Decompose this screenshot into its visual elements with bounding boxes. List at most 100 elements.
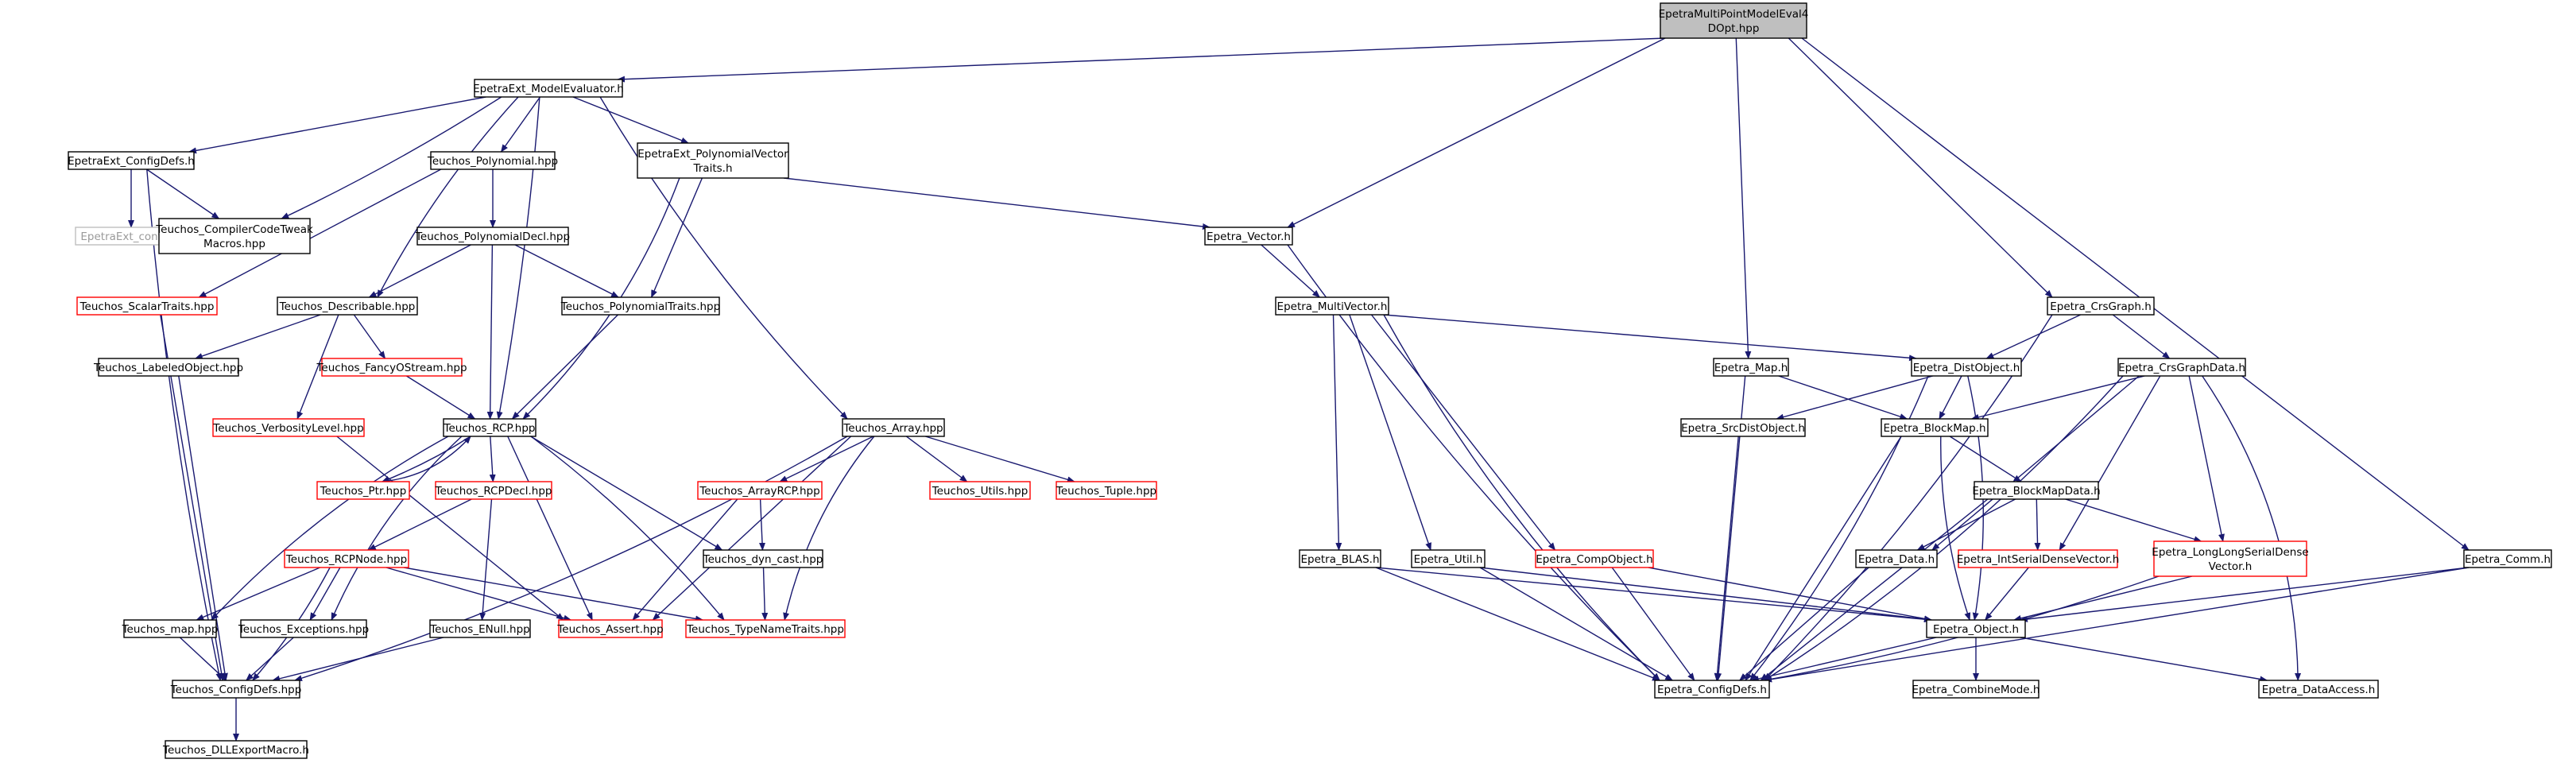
node-box[interactable]	[1275, 296, 1389, 316]
node-box[interactable]	[1912, 680, 2039, 699]
node-object[interactable]: Epetra_Object.h	[1926, 619, 2026, 638]
node-box[interactable]	[2153, 540, 2307, 577]
node-box[interactable]	[1299, 549, 1381, 568]
node-box[interactable]	[561, 296, 720, 316]
node-assert[interactable]: Teuchos_Assert.hpp	[556, 619, 664, 638]
node-vector[interactable]: Epetra_Vector.h	[1204, 227, 1293, 246]
node-box[interactable]	[277, 296, 418, 316]
node-box[interactable]	[1926, 619, 2026, 638]
node-util[interactable]: Epetra_Util.h	[1411, 549, 1486, 568]
node-box[interactable]	[158, 218, 311, 254]
node-dyncast[interactable]: Teuchos_dyn_cast.hpp	[703, 549, 823, 568]
node-box[interactable]	[430, 151, 556, 170]
node-box[interactable]	[2258, 680, 2379, 699]
node-verb[interactable]: Teuchos_VerbosityLevel.hpp	[212, 418, 365, 437]
node-ecfg[interactable]: Epetra_ConfigDefs.h	[1654, 680, 1770, 699]
node-mv[interactable]: Epetra_MultiVector.h	[1275, 296, 1389, 316]
node-me[interactable]: EpetraExt_ModelEvaluator.h	[473, 79, 624, 98]
node-box[interactable]	[321, 358, 463, 377]
node-box[interactable]	[172, 680, 300, 699]
node-box[interactable]	[1204, 227, 1293, 246]
node-box[interactable]	[1535, 549, 1654, 568]
node-box[interactable]	[443, 418, 537, 437]
node-blockmap[interactable]: Epetra_BlockMap.h	[1881, 418, 1989, 437]
node-bmdata[interactable]: Epetra_BlockMapData.h	[1972, 481, 2101, 500]
node-box[interactable]	[929, 481, 1031, 500]
node-edata[interactable]: Epetra_Data.h	[1855, 549, 1938, 568]
node-box[interactable]	[842, 418, 945, 437]
node-blas[interactable]: Epetra_BLAS.h	[1299, 549, 1381, 568]
node-box[interactable]	[1855, 549, 1938, 568]
node-box[interactable]	[1881, 418, 1989, 437]
node-scalar[interactable]: Teuchos_ScalarTraits.hpp	[76, 296, 218, 316]
node-box[interactable]	[1974, 481, 2099, 500]
node-polydecl[interactable]: Teuchos_PolynomialDecl.hpp	[415, 227, 570, 246]
node-box[interactable]	[435, 481, 552, 500]
node-comm[interactable]: Epetra_Comm.h	[2463, 549, 2552, 568]
node-array[interactable]: Teuchos_Array.hpp	[842, 418, 945, 437]
node-rcpdecl[interactable]: Teuchos_RCPDecl.hpp	[435, 481, 552, 500]
edge-line	[1648, 567, 1932, 622]
node-cfgdefs[interactable]: EpetraExt_ConfigDefs.h	[68, 151, 195, 170]
node-box[interactable]	[68, 151, 195, 170]
node-isdv[interactable]: Epetra_IntSerialDenseVector.h	[1957, 549, 2120, 568]
node-dist[interactable]: Epetra_DistObject.h	[1911, 358, 2022, 377]
node-box[interactable]	[1056, 481, 1157, 500]
node-tpoly[interactable]: Teuchos_Polynomial.hpp	[427, 151, 558, 170]
node-tnt[interactable]: Teuchos_TypeNameTraits.hpp	[685, 619, 846, 638]
node-box[interactable]	[165, 740, 308, 759]
node-box[interactable]	[474, 79, 623, 98]
node-tcfg[interactable]: Teuchos_ConfigDefs.hpp	[170, 680, 302, 699]
node-exc[interactable]: Teuchos_Exceptions.hpp	[238, 619, 369, 638]
node-comp[interactable]: Epetra_CompObject.h	[1535, 549, 1654, 568]
node-labeled[interactable]: Teuchos_LabeledObject.hpp	[93, 358, 243, 377]
node-access[interactable]: Epetra_DataAccess.h	[2258, 680, 2379, 699]
node-descr[interactable]: Teuchos_Describable.hpp	[277, 296, 418, 316]
node-box[interactable]	[2047, 296, 2155, 316]
node-box[interactable]	[558, 619, 663, 638]
node-tuple[interactable]: Teuchos_Tuple.hpp	[1056, 481, 1157, 500]
node-rcp[interactable]: Teuchos_RCP.hpp	[443, 418, 537, 437]
node-box[interactable]	[1660, 2, 1807, 39]
node-box[interactable]	[637, 142, 789, 179]
node-box[interactable]	[212, 418, 365, 437]
node-box[interactable]	[123, 619, 217, 638]
node-box[interactable]	[316, 481, 410, 500]
node-ptr[interactable]: Teuchos_Ptr.hpp	[316, 481, 410, 500]
node-box[interactable]	[416, 227, 569, 246]
node-rcpnode[interactable]: Teuchos_RCPNode.hpp	[284, 549, 409, 568]
node-box[interactable]	[76, 296, 218, 316]
node-box[interactable]	[1680, 418, 1806, 437]
node-tmap[interactable]: Teuchos_map.hpp	[122, 619, 219, 638]
node-combine[interactable]: Epetra_CombineMode.h	[1912, 680, 2040, 699]
node-enull[interactable]: Teuchos_ENull.hpp	[429, 619, 531, 638]
node-box[interactable]	[429, 619, 531, 638]
node-emap[interactable]: Epetra_Map.h	[1713, 358, 1789, 377]
node-box[interactable]	[98, 358, 239, 377]
node-box[interactable]	[2463, 549, 2552, 568]
node-box[interactable]	[703, 549, 823, 568]
node-box[interactable]	[1411, 549, 1486, 568]
node-box[interactable]	[1713, 358, 1789, 377]
node-polytr[interactable]: Teuchos_PolynomialTraits.hpp	[560, 296, 720, 316]
node-box[interactable]	[1958, 549, 2118, 568]
node-box[interactable]	[1911, 358, 2022, 377]
edge-bmdata-to-ecfg	[1760, 498, 1989, 681]
node-box[interactable]	[685, 619, 846, 638]
node-arrayrcp[interactable]: Teuchos_ArrayRCP.hpp	[697, 481, 823, 500]
node-srcdist[interactable]: Epetra_SrcDistObject.h	[1680, 418, 1806, 437]
node-box[interactable]	[240, 619, 367, 638]
node-dll[interactable]: Teuchos_DLLExportMacro.h	[162, 740, 309, 759]
node-box[interactable]	[2117, 358, 2246, 377]
node-box[interactable]	[284, 549, 409, 568]
node-box[interactable]	[697, 481, 823, 500]
node-box[interactable]	[1654, 680, 1770, 699]
node-fancy[interactable]: Teuchos_FancyOStream.hpp	[316, 358, 467, 377]
node-crsdata[interactable]: Epetra_CrsGraphData.h	[2117, 358, 2246, 377]
node-utils[interactable]: Teuchos_Utils.hpp	[929, 481, 1031, 500]
node-crsgraph[interactable]: Epetra_CrsGraph.h	[2047, 296, 2155, 316]
